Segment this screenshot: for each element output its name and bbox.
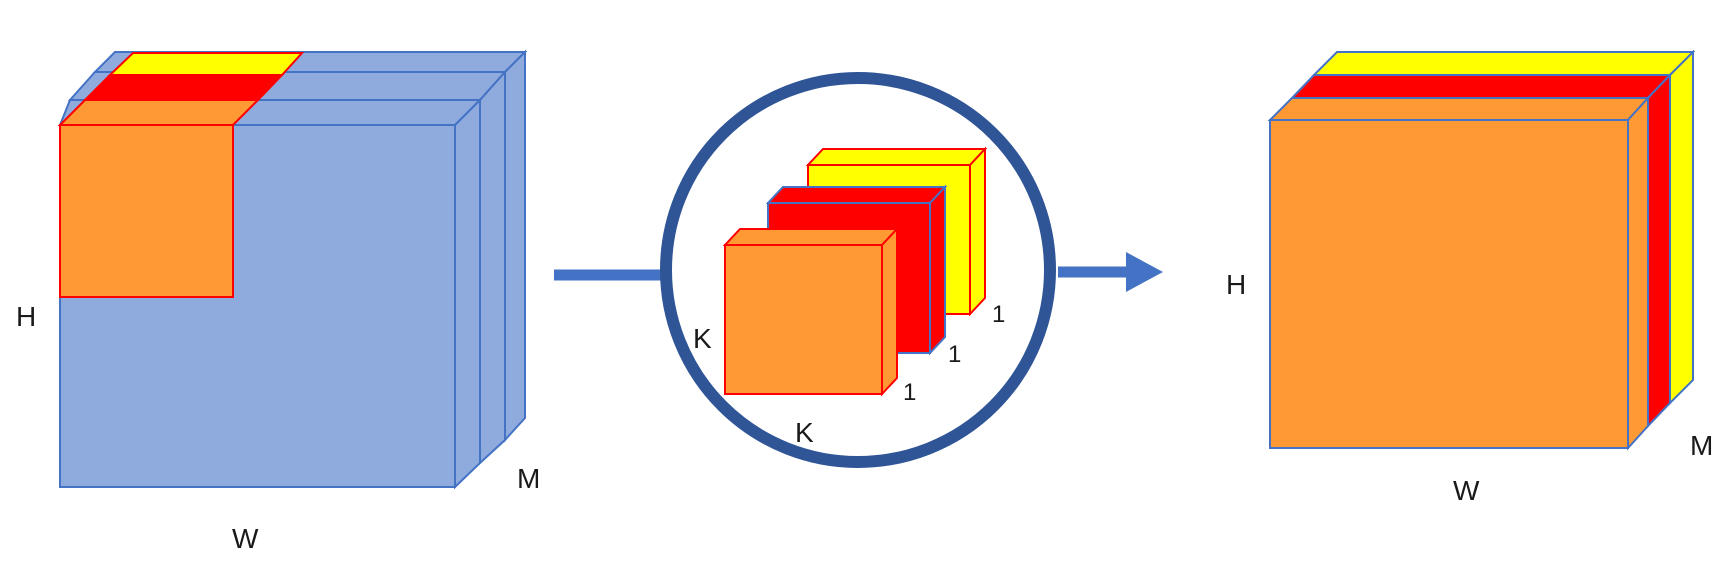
input-side-face-front <box>454 97 481 490</box>
input-volume: H W M <box>16 49 540 554</box>
kernel-orange <box>722 226 900 397</box>
kernel-depth-label-red: 1 <box>948 341 961 368</box>
output-volume: H W M <box>1226 49 1713 506</box>
output-slice-orange-side <box>1627 95 1649 451</box>
input-side-face-back <box>504 49 526 443</box>
input-patch-orange-top <box>57 99 261 126</box>
input-height-label: H <box>16 301 36 332</box>
output-front-face <box>1269 119 1629 449</box>
output-slice-red-top <box>1289 74 1673 99</box>
input-patch-yellow-top <box>107 52 305 76</box>
arrow-right-icon <box>1058 252 1163 292</box>
kernel-depth-label-yellow: 1 <box>992 301 1005 328</box>
kernel-depth-label-orange: 1 <box>903 379 916 406</box>
output-slice-red-side <box>1647 72 1671 429</box>
input-front-face <box>59 124 456 488</box>
input-patch-orange-front <box>59 124 234 298</box>
input-patch-red-top <box>82 74 285 101</box>
input-depth-label: M <box>517 463 540 494</box>
kernel-size-bottom-label: K <box>795 417 814 448</box>
output-width-label: W <box>1453 475 1480 506</box>
kernels-circle: K K 1 1 1 <box>660 72 1056 468</box>
kernel-size-side-label: K <box>693 323 712 354</box>
input-width-label: W <box>232 523 259 554</box>
output-slice-yellow-side <box>1669 49 1694 406</box>
output-slice-yellow-top <box>1311 51 1696 76</box>
input-side-face-mid <box>479 69 506 466</box>
output-depth-label: M <box>1690 430 1713 461</box>
output-slice-orange-top <box>1267 97 1651 121</box>
output-height-label: H <box>1226 269 1246 300</box>
